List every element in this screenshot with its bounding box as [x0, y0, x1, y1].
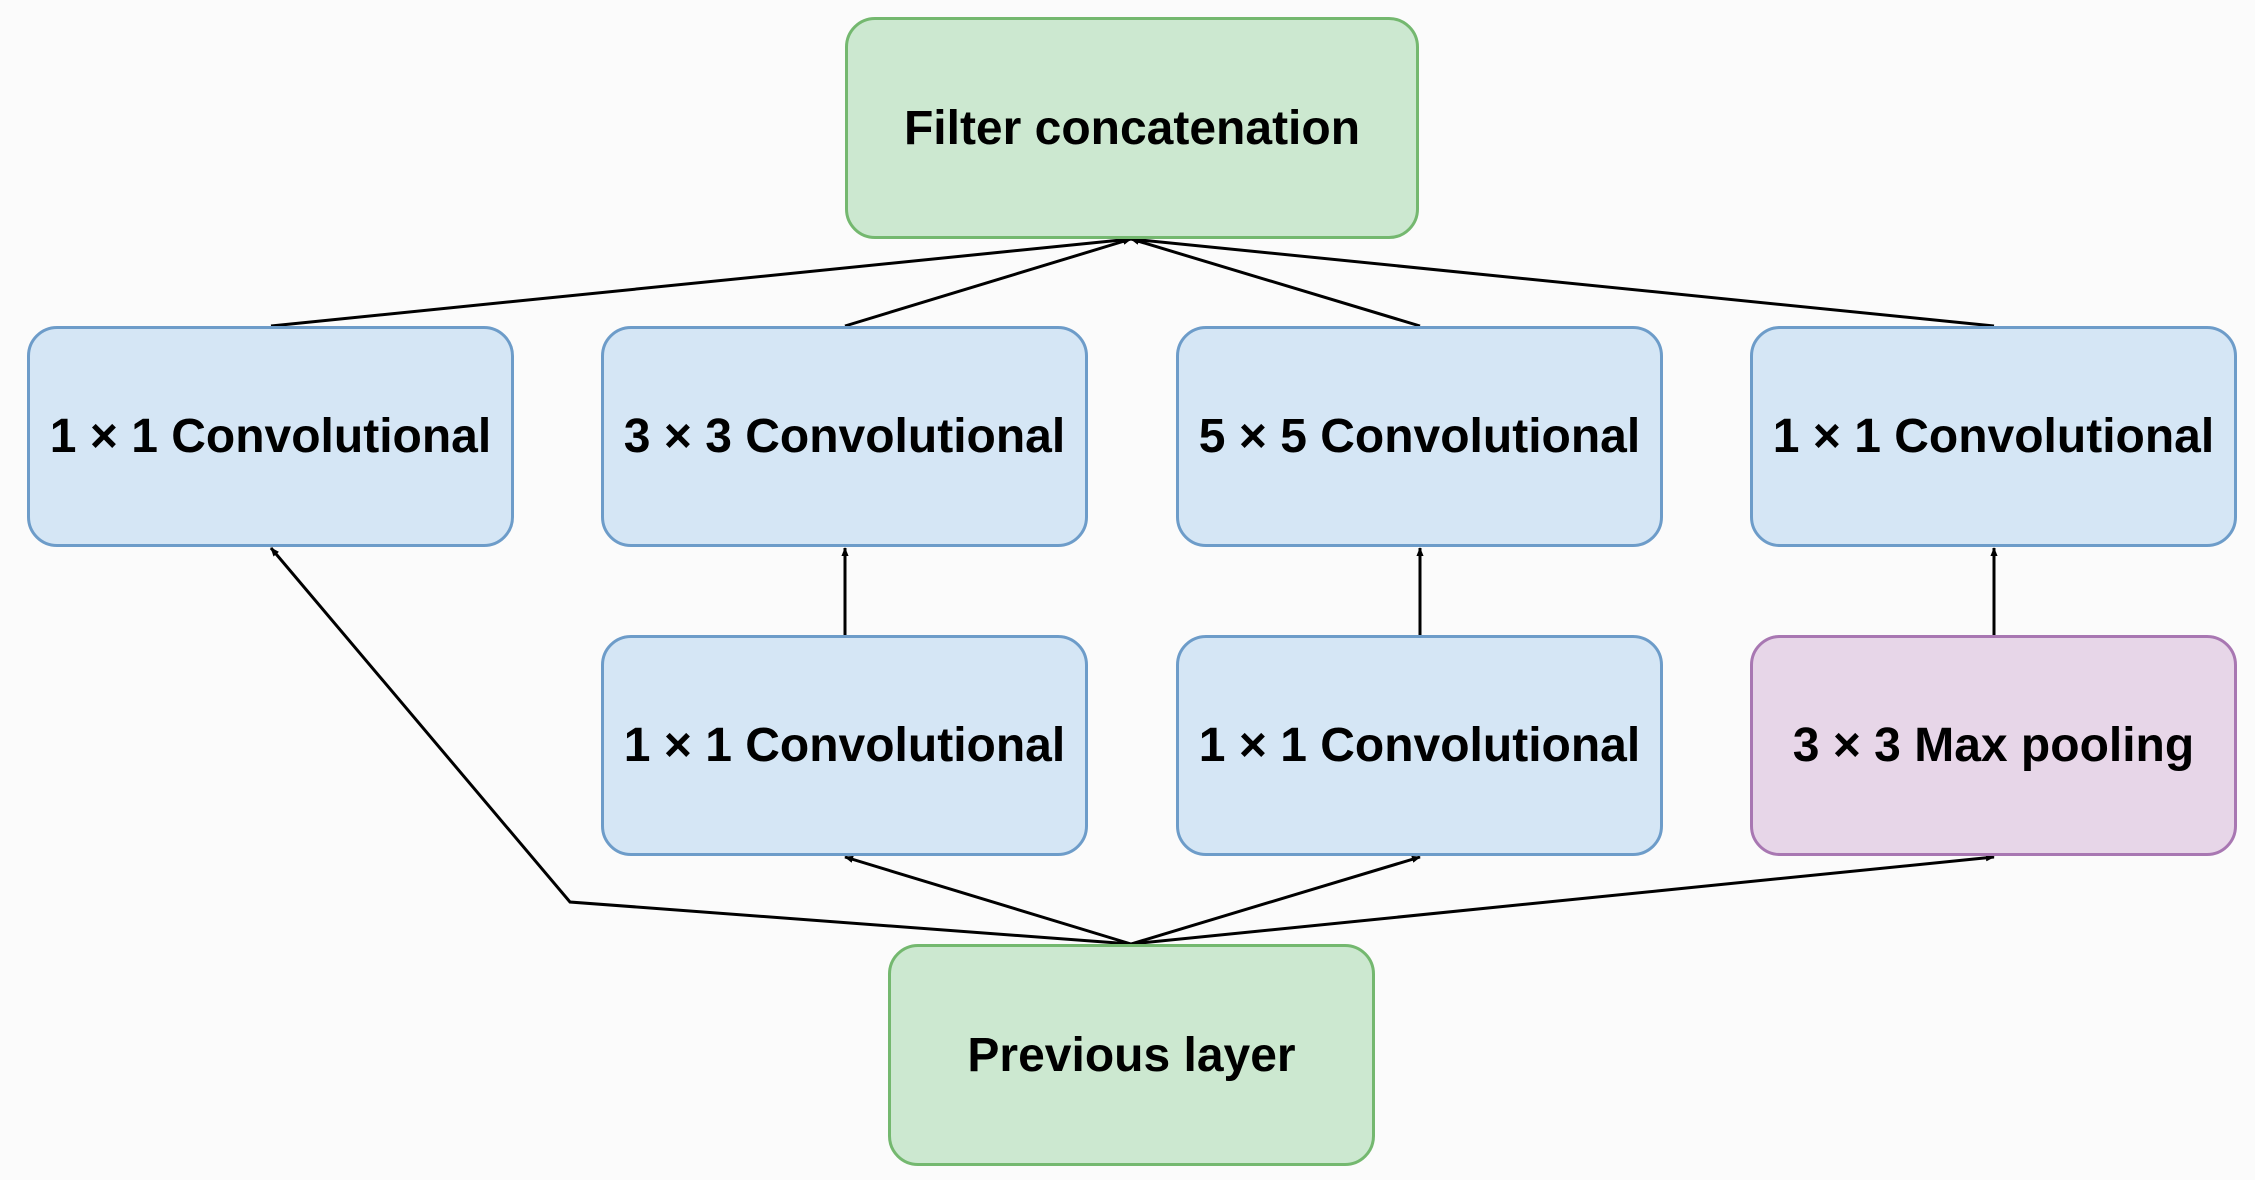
arrow-previous_layer-to-conv1x1_c — [1130, 855, 1421, 946]
filter-concatenation-node: Filter concatenation — [845, 17, 1419, 239]
arrow-conv5x5-to-filter_concat — [1130, 237, 1421, 328]
arrow-previous_layer-to-conv1x1_b — [844, 855, 1132, 946]
conv-1x1-reduce-3x3-node: 1 × 1 Convolutional — [601, 635, 1088, 856]
max-pooling-3x3-node: 3 × 3 Max pooling — [1750, 635, 2237, 856]
conv-5x5-node: 5 × 5 Convolutional — [1176, 326, 1663, 547]
arrow-conv1x1_a-to-filter_concat — [270, 236, 1132, 328]
conv-1x1-branch1-node: 1 × 1 Convolutional — [27, 326, 514, 547]
previous-layer-node: Previous layer — [888, 944, 1375, 1166]
arrow-previous_layer-to-maxpool3x3 — [1130, 854, 1995, 946]
arrow-conv3x3-to-filter_concat — [844, 237, 1132, 328]
arrow-conv1x1_d-to-filter_concat — [1130, 236, 1995, 328]
conv-1x1-branch4-node: 1 × 1 Convolutional — [1750, 326, 2237, 547]
conv-1x1-reduce-5x5-node: 1 × 1 Convolutional — [1176, 635, 1663, 856]
arrow-previous_layer-to-conv1x1_a — [269, 547, 1132, 946]
conv-3x3-node: 3 × 3 Convolutional — [601, 326, 1088, 547]
